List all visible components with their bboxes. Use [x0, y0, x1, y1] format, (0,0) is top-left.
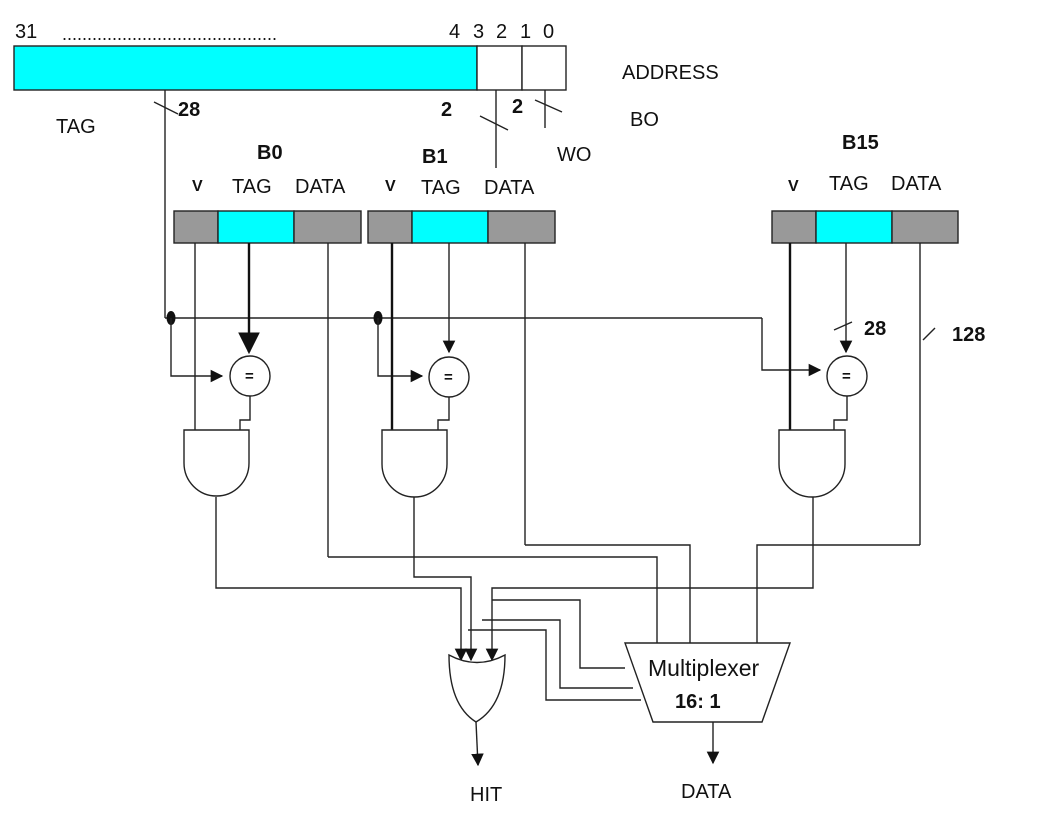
- or-gate-hit: [448, 653, 506, 723]
- block-b0-tag: TAG: [232, 176, 272, 198]
- multiplexer: [624, 642, 791, 723]
- and-gate-b0: [183, 429, 250, 497]
- and-gate-b15: [778, 429, 846, 498]
- block-b15-title: B15: [842, 132, 879, 154]
- address-tag-field: [13, 45, 478, 91]
- tag-width-label: 28: [178, 99, 200, 121]
- block-b15-data: DATA: [891, 173, 942, 195]
- comparator-b1-symbol: =: [444, 369, 453, 386]
- address-bo-field: [476, 45, 523, 91]
- block-b1-v: V: [385, 178, 396, 195]
- address-bit-31: 31: [15, 21, 37, 43]
- bo-label: BO: [630, 109, 659, 131]
- block-b0-v: V: [192, 178, 203, 195]
- address-wo-field: [521, 45, 567, 91]
- address-bit-dots: ........................................…: [62, 24, 277, 44]
- hit-label: HIT: [470, 784, 502, 806]
- block-b1-tag: TAG: [421, 177, 461, 199]
- address-bit-3: 3: [473, 21, 484, 43]
- block-b1-data: DATA: [484, 177, 535, 199]
- address-label: ADDRESS: [622, 62, 719, 84]
- block-b15-tag: TAG: [829, 173, 869, 195]
- comparator-b15-symbol: =: [842, 368, 851, 385]
- b15-tag-width-label: 28: [864, 318, 886, 340]
- bo-width-label: 2: [441, 99, 452, 121]
- block-b15-row: [771, 210, 959, 244]
- block-b0-data: DATA: [295, 176, 346, 198]
- data-output-label: DATA: [681, 781, 732, 803]
- and-gate-b1: [381, 429, 448, 498]
- wo-label: WO: [557, 144, 591, 166]
- b15-data-width-label: 128: [952, 324, 985, 346]
- block-b1-row: [367, 210, 556, 244]
- tag-label: TAG: [56, 116, 96, 138]
- address-bit-1: 1: [520, 21, 531, 43]
- address-bit-0: 0: [543, 21, 554, 43]
- block-b0-row: [173, 210, 362, 244]
- wo-width-label: 2: [512, 96, 523, 118]
- block-b1-title: B1: [422, 146, 448, 168]
- address-bit-4: 4: [449, 21, 460, 43]
- address-bit-2: 2: [496, 21, 507, 43]
- block-b15-v: V: [788, 178, 799, 195]
- comparator-b0-symbol: =: [245, 368, 254, 385]
- multiplexer-ratio: 16: 1: [675, 691, 721, 713]
- block-b0-title: B0: [257, 142, 283, 164]
- multiplexer-label: Multiplexer: [648, 655, 760, 681]
